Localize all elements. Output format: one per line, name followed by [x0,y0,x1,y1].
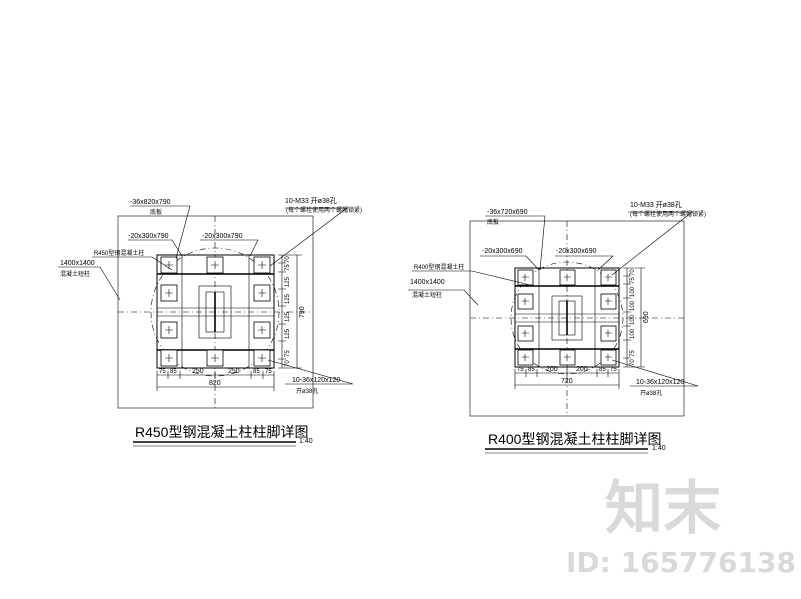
right-bolts-note: (每个螺栓使用两个螺帽锁紧) [630,210,706,218]
right-washer-label: 10-36x120x120 [636,379,684,386]
dim-label: 100 [630,314,636,325]
bolt-plate [559,349,576,366]
right-dim-right-labels: 70 75 100 100 100 100 75 70 [630,269,636,366]
dim-label: 125 [285,293,291,304]
left-washer-note: 开ø38孔 [296,387,318,395]
dim-label: 75 [265,369,272,375]
dim-label: 100 [630,300,636,311]
bolt-plate [517,269,534,286]
right-leader-pedestal [408,289,479,306]
left-base-plate [156,254,275,369]
dim-label: 75 [159,369,166,375]
left-dim-total: 820 [209,380,221,387]
right-leader-baseplate [485,215,546,271]
right-washer-note: 开ø38孔 [640,389,662,397]
right-pedestal-note: 混凝土短柱 [412,291,442,299]
left-rib-v-label: -20x300x790 [202,233,243,240]
right-leader-rib-h [480,255,540,271]
bolt-plate [517,293,534,310]
bolt-plate [600,269,617,286]
left-scale: 1:40 [299,438,313,445]
dim-label: 250 [228,368,240,375]
dim-label: 70 [630,359,636,366]
dim-label: 75 [630,350,636,357]
left-leader-column [92,256,173,271]
dim-label: 75 [285,264,291,271]
bolt-plate [600,325,617,342]
left-dim-right-labels: 70 75 125 125 125 125 75 70 [285,256,291,367]
dim-label: 70 [630,269,636,276]
left-rib-h-label: -20x300x790 [128,233,169,240]
left-leader-rib-v [200,239,259,257]
dim-label: 75 [630,277,636,284]
left-dim-bottom-labels: 75 85 250 250 85 75 [159,368,272,375]
dim-label: 75 [517,367,524,373]
right-bolts-label: 10-M33 开ø38孔 [630,201,682,209]
watermark-brand: 知末 [605,474,721,542]
left-baseplate-label: -36x820x790 [130,199,171,206]
left-title: R450型钢混凝土柱柱脚详图 [135,424,308,440]
dim-label: 85 [253,369,260,375]
right-base-plate [514,267,620,368]
dim-label: 200 [546,366,558,373]
right-steel-section [551,295,583,341]
right-leader-rib-v [555,255,614,271]
left-detail [58,205,354,409]
right-dim-right-total: 690 [643,311,650,323]
dim-label: 100 [630,328,636,339]
left-dim-right-total: 790 [299,306,306,318]
left-leader-baseplate [130,205,191,259]
right-title: R400型钢混凝土柱柱脚详图 [488,431,661,447]
dim-label: 70 [285,256,291,263]
right-bolt-plates [517,269,617,366]
left-leader-washer [267,359,354,385]
bolt-plate [559,269,576,286]
right-pedestal-label: 1400x1400 [410,279,445,286]
right-bolt-marks [522,274,612,361]
right-baseplate-label: -36x720x690 [487,209,528,216]
right-pedestal-outline [469,220,685,417]
left-baseplate-note: 底板 [150,208,162,216]
dim-label: 85 [170,369,177,375]
watermark-id: ID: 165776138 [566,546,796,579]
left-steel-section [198,285,232,339]
right-rib-v-label: -20x300x690 [556,248,597,255]
bolt-plate [600,349,617,366]
right-leader-bolts [611,211,693,276]
right-column-label: R400型钢混凝土柱 [414,263,464,271]
left-bolt-marks [165,261,266,362]
left-bolts-label: 10-M33 开ø38孔 [285,197,337,205]
left-column-label: R450型钢混凝土柱 [94,249,144,257]
dim-label: 85 [528,367,535,373]
dim-label: 100 [630,286,636,297]
right-dim-total: 720 [561,378,573,385]
left-bolts-note: (每个螺栓使用两个螺帽锁紧) [286,206,362,214]
bolt-plate [517,349,534,366]
left-pedestal-label: 1400x1400 [60,260,95,267]
left-leader-rib-h [128,239,183,257]
dim-label: 75 [610,367,617,373]
left-leader-bolts [269,207,348,267]
dim-label: 125 [285,276,291,287]
dim-label: 70 [285,360,291,367]
right-rib-h-label: -20x300x690 [482,248,523,255]
dim-label: 125 [285,328,291,339]
bolt-plate [600,293,617,310]
right-detail [408,211,699,417]
dim-label: 75 [285,350,291,357]
dim-label: 250 [192,368,204,375]
dim-label: 200 [576,366,588,373]
right-baseplate-note: 底板 [487,218,499,226]
dim-label: 125 [285,311,291,322]
left-pedestal-note: 混凝土短柱 [60,270,90,278]
right-scale: 1:40 [652,445,666,452]
bolt-plate [517,325,534,342]
left-leader-pedestal [58,266,121,301]
right-dim-bottom-labels: 75 85 200 200 85 75 [517,366,617,373]
right-leader-column [412,270,531,286]
dim-label: 85 [599,367,606,373]
right-leader-washer [611,359,699,387]
left-washer-label: 10-36x120x120 [292,377,340,384]
